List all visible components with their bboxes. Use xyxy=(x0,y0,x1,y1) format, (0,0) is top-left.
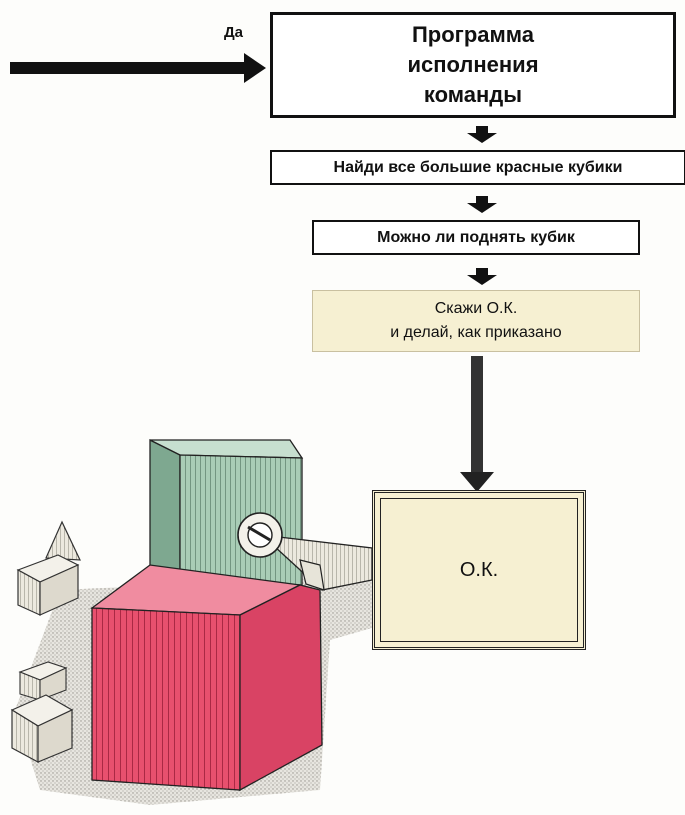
robot-arm xyxy=(237,512,373,591)
long-down-arrow xyxy=(460,356,494,492)
red-cube xyxy=(90,564,323,792)
down-arrow-3 xyxy=(467,268,497,285)
green-cube xyxy=(149,438,304,586)
step-say-ok-line-2: и делай, как приказано xyxy=(390,324,562,341)
step-say-ok-box: Скажи О.К. и делай, как приказано xyxy=(312,290,640,352)
ok-screen-text: О.К. xyxy=(459,558,499,581)
ok-screen: О.К. xyxy=(372,490,586,650)
small-pyramid xyxy=(45,520,81,561)
down-arrow-1 xyxy=(467,126,497,143)
program-line-1: Программа xyxy=(411,22,535,47)
step-can-lift-box: Можно ли поднять кубик xyxy=(312,220,640,255)
yes-label: Да xyxy=(224,24,244,41)
program-line-2: исполнения xyxy=(407,52,539,77)
step-find-box: Найди все большие красные кубики xyxy=(270,150,685,185)
step-can-lift-text: Можно ли поднять кубик xyxy=(377,228,575,246)
step-say-ok-line-1: Скажи О.К. xyxy=(434,300,518,317)
small-cube-bottom-left-2 xyxy=(10,694,74,764)
incoming-arrow xyxy=(10,53,266,83)
program-line-3: команды xyxy=(423,82,523,107)
small-cube-top-left xyxy=(16,554,80,616)
step-find-text: Найди все большие красные кубики xyxy=(333,158,623,176)
down-arrow-2 xyxy=(467,196,497,213)
program-box: Программа исполнения команды xyxy=(270,12,676,118)
